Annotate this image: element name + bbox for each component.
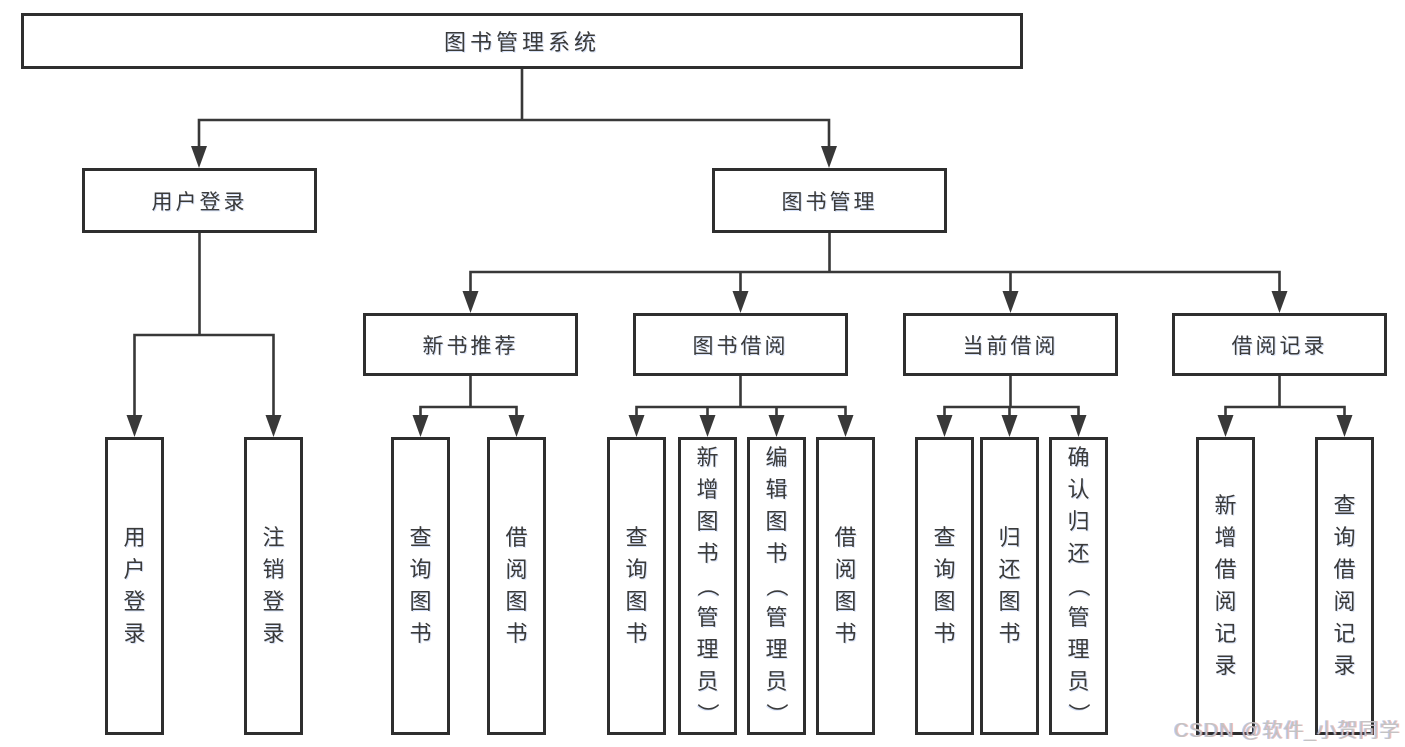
node-library-system: 图书管理系统 bbox=[21, 13, 1023, 69]
leaf-query-borrow-record-label: 查询借阅记录 bbox=[1333, 493, 1356, 678]
node-current-borrow: 当前借阅 bbox=[903, 313, 1118, 376]
connector-userlogin-to-leaves bbox=[133, 231, 275, 419]
arrowheads bbox=[126, 146, 1353, 437]
node-book-management-label: 图书管理 bbox=[781, 190, 878, 214]
leaf-query-borrow-record: 查询借阅记录 bbox=[1315, 437, 1374, 735]
leaf-user-login: 用户登录 bbox=[105, 437, 164, 735]
node-current-borrow-label: 当前借阅 bbox=[962, 334, 1059, 358]
leaf-edit-books-admin-label: 编辑图书（管理员） bbox=[764, 445, 790, 726]
connector-currentborrow-to-leaves bbox=[943, 374, 1080, 419]
connector-borrowrecords-to-leaves bbox=[1224, 374, 1346, 419]
leaf-borrow-books-label: 借阅图书 bbox=[834, 525, 857, 646]
leaf-borrow-books: 借阅图书 bbox=[816, 437, 875, 735]
leaf-query-books-borrow: 查询图书 bbox=[607, 437, 666, 735]
leaf-edit-books-admin: 编辑图书（管理员） bbox=[747, 437, 806, 735]
leaf-borrow-books-recommend: 借阅图书 bbox=[487, 437, 546, 735]
node-user-login-label: 用户登录 bbox=[151, 190, 248, 214]
node-book-borrow-label: 图书借阅 bbox=[692, 334, 789, 358]
leaf-borrow-books-recommend-label: 借阅图书 bbox=[505, 525, 528, 646]
leaf-query-books-borrow-label: 查询图书 bbox=[625, 525, 648, 646]
leaf-logout-label: 注销登录 bbox=[262, 525, 285, 646]
leaf-query-books-recommend: 查询图书 bbox=[391, 437, 450, 735]
node-book-management: 图书管理 bbox=[712, 168, 947, 233]
node-borrow-records: 借阅记录 bbox=[1172, 313, 1387, 376]
leaf-query-books-recommend-label: 查询图书 bbox=[409, 525, 432, 646]
node-new-book-recommend-label: 新书推荐 bbox=[422, 334, 519, 358]
connector-bookborrow-to-leaves bbox=[635, 374, 847, 419]
leaf-query-books-current: 查询图书 bbox=[915, 437, 974, 735]
leaf-add-borrow-record: 新增借阅记录 bbox=[1196, 437, 1255, 735]
node-new-book-recommend: 新书推荐 bbox=[363, 313, 578, 376]
node-user-login: 用户登录 bbox=[82, 168, 317, 233]
leaf-add-books-admin: 新增图书（管理员） bbox=[678, 437, 737, 735]
leaf-add-borrow-record-label: 新增借阅记录 bbox=[1214, 493, 1237, 678]
connector-bookmgmt-to-level3 bbox=[469, 231, 1281, 295]
csdn-watermark: CSDN @软件_小贺同学 bbox=[1174, 720, 1401, 742]
leaf-confirm-return-admin: 确认归还（管理员） bbox=[1049, 437, 1108, 735]
leaf-return-books: 归还图书 bbox=[980, 437, 1039, 735]
connector-newbooks-to-leaves bbox=[419, 374, 518, 419]
leaf-query-books-current-label: 查询图书 bbox=[933, 525, 956, 646]
leaf-user-login-label: 用户登录 bbox=[123, 525, 146, 646]
leaf-logout: 注销登录 bbox=[244, 437, 303, 735]
connector-root-to-level2 bbox=[197, 67, 831, 150]
node-library-system-label: 图书管理系统 bbox=[443, 30, 600, 55]
leaf-return-books-label: 归还图书 bbox=[998, 525, 1021, 646]
leaf-confirm-return-admin-label: 确认归还（管理员） bbox=[1066, 445, 1092, 726]
leaf-add-books-admin-label: 新增图书（管理员） bbox=[695, 445, 721, 726]
node-borrow-records-label: 借阅记录 bbox=[1231, 334, 1328, 358]
node-book-borrow: 图书借阅 bbox=[633, 313, 848, 376]
